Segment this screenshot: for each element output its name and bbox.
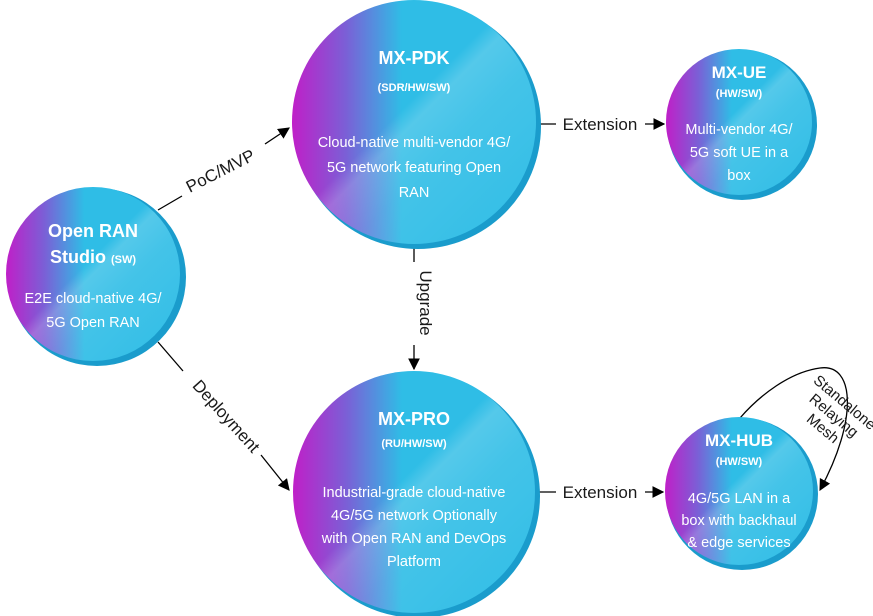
node-desc-line: E2E cloud-native 4G/ bbox=[24, 291, 162, 307]
edge-poc-mvp: PoC/MVP bbox=[157, 127, 290, 211]
node-tag: (SW) bbox=[111, 254, 136, 266]
edge-label-extension-top: Extension bbox=[563, 115, 638, 134]
node-desc-line: Multi-vendor 4G/ bbox=[685, 122, 793, 138]
node-mx-pro: MX-PRO (RU/HW/SW) Industrial-grade cloud… bbox=[293, 371, 540, 616]
node-desc-line: 5G soft UE in a bbox=[690, 145, 789, 161]
node-open-ran-studio: Open RAN Studio (SW) E2E cloud-native 4G/… bbox=[6, 187, 186, 366]
node-tag: (HW/SW) bbox=[716, 88, 763, 100]
node-title-line2: Studio bbox=[50, 247, 106, 267]
node-desc-line: RAN bbox=[399, 185, 430, 201]
node-tag: (HW/SW) bbox=[716, 456, 763, 468]
node-mx-hub: MX-HUB (HW/SW) 4G/5G LAN in a box with b… bbox=[665, 417, 818, 570]
node-desc-line: 4G/5G LAN in a bbox=[688, 491, 791, 507]
svg-text:Studio(SW): Studio (SW) bbox=[50, 247, 136, 267]
node-desc-line: 5G network featuring Open bbox=[327, 160, 501, 176]
node-mx-ue: MX-UE (HW/SW) Multi-vendor 4G/ 5G soft U… bbox=[666, 49, 817, 200]
node-desc-line: with Open RAN and DevOps bbox=[321, 531, 507, 547]
edge-label-extension-bottom: Extension bbox=[563, 483, 638, 502]
edge-deployment: Deployment bbox=[157, 341, 290, 491]
node-tag: (RU/HW/SW) bbox=[381, 438, 447, 450]
node-mx-pdk: MX-PDK (SDR/HW/SW) Cloud-native multi-ve… bbox=[292, 0, 541, 249]
node-title: MX-UE bbox=[712, 63, 767, 82]
node-desc-line: & edge services bbox=[687, 535, 790, 551]
node-desc-line: Platform bbox=[387, 554, 441, 570]
node-desc-line: Cloud-native multi-vendor 4G/ bbox=[318, 135, 512, 151]
node-desc-line: Industrial-grade cloud-native bbox=[323, 485, 506, 501]
edge-label-upgrade: Upgrade bbox=[416, 270, 435, 335]
node-desc-line: box bbox=[727, 168, 751, 184]
node-title: Open RAN bbox=[48, 221, 138, 241]
node-title: MX-PDK bbox=[379, 48, 450, 68]
edge-extension-bottom: Extension bbox=[539, 483, 665, 502]
node-tag: (SDR/HW/SW) bbox=[378, 82, 451, 94]
edge-label-poc-mvp: PoC/MVP bbox=[183, 146, 258, 197]
node-title: MX-HUB bbox=[705, 431, 773, 450]
node-title: MX-PRO bbox=[378, 409, 450, 429]
node-desc-line: 5G Open RAN bbox=[46, 315, 140, 331]
node-desc-line: box with backhaul bbox=[681, 513, 796, 529]
edge-label-deployment: Deployment bbox=[189, 376, 264, 456]
edge-extension-top: Extension bbox=[539, 115, 666, 134]
edge-upgrade: Upgrade bbox=[408, 245, 435, 371]
node-desc-line: 4G/5G network Optionally bbox=[331, 508, 498, 524]
